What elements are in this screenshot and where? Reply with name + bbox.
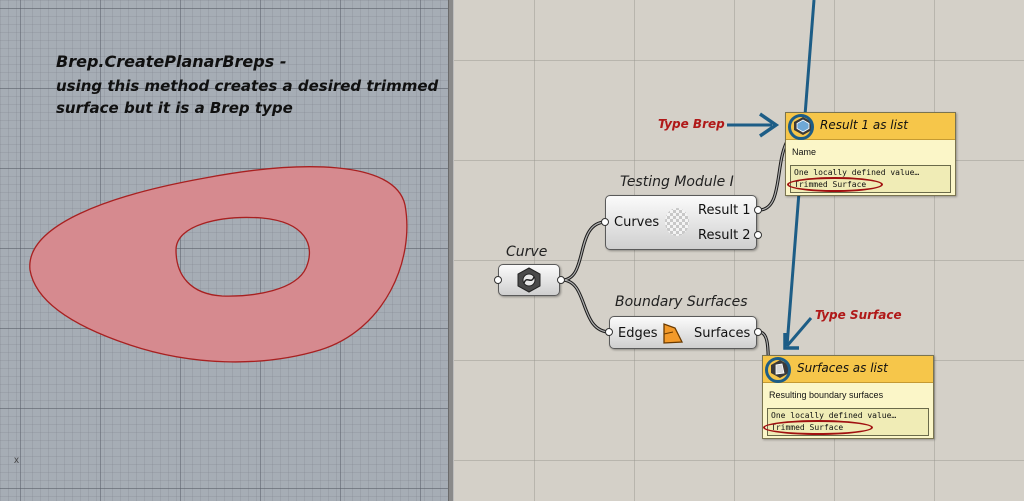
testing-output-grip-2[interactable]: [754, 231, 762, 239]
surfaces-panel-line-1: One locally defined value…: [771, 411, 897, 420]
boundary-input-grip[interactable]: [605, 328, 613, 336]
testing-module-icon: [665, 208, 689, 236]
boundary-surfaces-icon: [663, 323, 684, 344]
testing-input-grip[interactable]: [601, 218, 609, 226]
wires-layer: [560, 0, 816, 372]
curve-param[interactable]: [498, 264, 560, 296]
trimmed-surface-shape[interactable]: [0, 0, 448, 501]
annotation-title: Brep.CreatePlanarBreps -: [56, 52, 287, 71]
result-panel-title: Result 1 as list: [820, 118, 908, 132]
result-1-panel[interactable]: Result 1 as list Name One locally define…: [785, 112, 956, 196]
type-brep-label: Type Brep: [658, 117, 725, 131]
boundary-output-surfaces[interactable]: Surfaces: [694, 326, 751, 341]
annotation-line-2: surface but it is a Brep type: [56, 99, 293, 117]
result-panel-line-1: One locally defined value…: [794, 168, 920, 177]
curve-param-icon: [517, 267, 541, 293]
testing-output-result-1[interactable]: Result 1: [698, 203, 751, 218]
viewport-divider[interactable]: [448, 0, 454, 501]
result-panel-description: Name: [792, 147, 817, 157]
boundary-surfaces-component[interactable]: Edges Surfaces: [609, 316, 757, 349]
boundary-output-grip[interactable]: [754, 328, 762, 336]
testing-output-grip-1[interactable]: [754, 206, 762, 214]
axis-label: x: [14, 455, 19, 466]
arrow-type-brep: [727, 112, 780, 138]
testing-input-curves[interactable]: Curves: [614, 215, 660, 230]
curve-output-grip[interactable]: [557, 276, 565, 284]
surfaces-panel-description: Resulting boundary surfaces: [769, 390, 884, 400]
result-trimmed-surface-highlight: [787, 177, 883, 192]
testing-module-title: Testing Module I: [620, 174, 734, 190]
boundary-surfaces-title: Boundary Surfaces: [615, 294, 748, 310]
surfaces-panel[interactable]: Surfaces as list Resulting boundary surf…: [762, 355, 934, 439]
boundary-input-edges[interactable]: Edges: [618, 326, 658, 341]
curve-input-grip[interactable]: [494, 276, 502, 284]
rhino-viewport[interactable]: Brep.CreatePlanarBreps - using this meth…: [0, 0, 448, 501]
wire-curve-to-testing: [560, 220, 608, 282]
testing-output-result-2[interactable]: Result 2: [698, 228, 751, 243]
testing-module-component[interactable]: Curves Result 1 Result 2: [605, 195, 757, 250]
curve-param-title: Curve: [506, 244, 548, 260]
grasshopper-canvas[interactable]: Curve Testing Module I Curves Result 1 R…: [454, 0, 1024, 501]
surfaces-trimmed-surface-highlight: [763, 420, 873, 435]
wire-curve-to-boundary: [560, 278, 612, 334]
type-surface-label: Type Surface: [815, 308, 902, 322]
surface-icon-highlight-ring: [765, 357, 791, 383]
brep-icon-highlight-ring: [788, 114, 814, 140]
annotation-line-1: using this method creates a desired trim…: [56, 77, 439, 95]
surfaces-panel-title: Surfaces as list: [797, 361, 888, 375]
